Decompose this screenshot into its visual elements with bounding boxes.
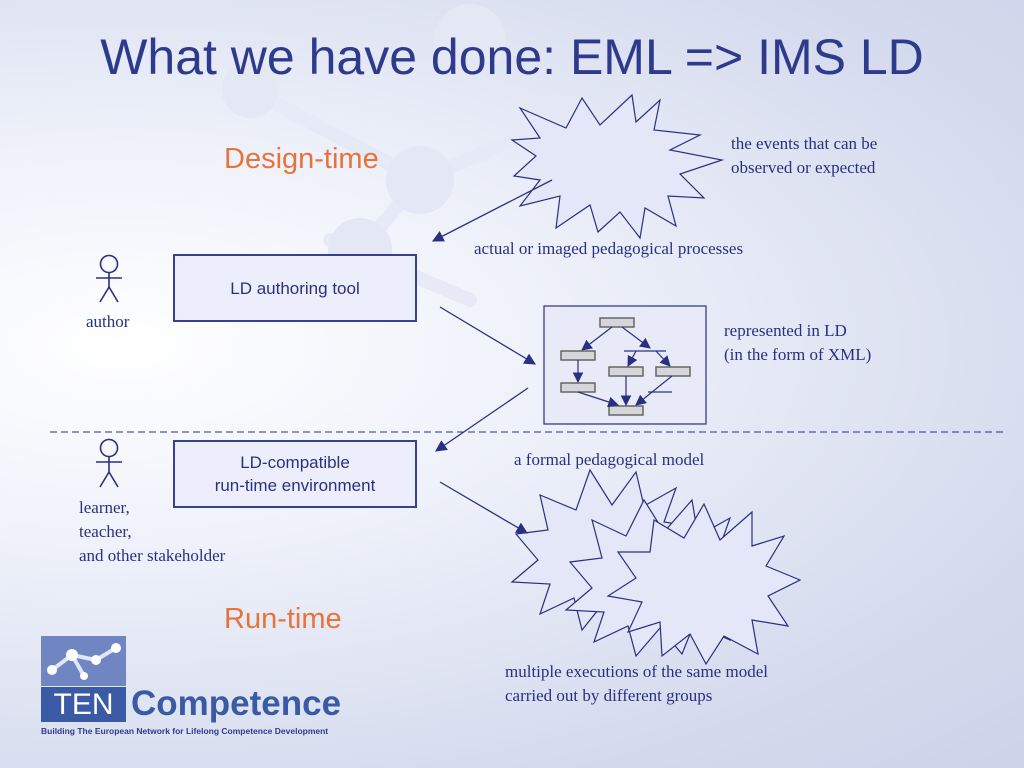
events-starburst-shape bbox=[510, 93, 725, 240]
logo-ten-text: TEN bbox=[41, 687, 126, 722]
arrow-runtime-to-executions bbox=[439, 481, 529, 534]
xml-flow-diagram bbox=[543, 305, 707, 425]
ld-runtime-environment-box: LD-compatible run-time environment bbox=[173, 440, 417, 508]
arrow-xml-to-runtime bbox=[435, 387, 529, 452]
design-time-label: Design-time bbox=[224, 143, 379, 175]
events-note-line-2: observed or expected bbox=[731, 158, 876, 177]
slide-title: What we have done: EML => IMS LD bbox=[100, 29, 924, 85]
arrow-events-to-authoring bbox=[431, 179, 553, 242]
represented-note-line-2: (in the form of XML) bbox=[724, 345, 872, 364]
events-note: the events that can be observed or expec… bbox=[731, 132, 877, 180]
runtime-box-line-1: LD-compatible bbox=[240, 453, 350, 472]
learner-label-line-1: learner, bbox=[79, 498, 130, 517]
learner-label-line-3: and other stakeholder bbox=[79, 546, 226, 565]
ld-authoring-tool-box: LD authoring tool bbox=[173, 254, 417, 322]
learner-figure-icon bbox=[96, 438, 122, 488]
executions-note-line-2: carried out by different groups bbox=[505, 686, 713, 705]
logo-tagline: Building The European Network for Lifelo… bbox=[41, 726, 329, 736]
execution-starburst-3 bbox=[606, 502, 802, 666]
author-label: author bbox=[86, 312, 130, 331]
arrow-authoring-to-xml bbox=[439, 306, 537, 365]
run-time-label: Run-time bbox=[224, 603, 342, 635]
formal-model-note: a formal pedagogical model bbox=[514, 450, 705, 469]
represented-note-line-1: represented in LD bbox=[724, 321, 847, 340]
executions-note-line-1: multiple executions of the same model bbox=[505, 662, 768, 681]
pedagogical-processes-note: actual or imaged pedagogical processes bbox=[474, 239, 744, 258]
learner-label: learner, teacher, and other stakeholder bbox=[79, 496, 225, 568]
represented-note: represented in LD (in the form of XML) bbox=[724, 319, 871, 367]
ten-competence-logo-icon bbox=[41, 636, 126, 686]
runtime-box-line-2: run-time environment bbox=[214, 476, 376, 495]
executions-note: multiple executions of the same model ca… bbox=[505, 660, 768, 708]
learner-label-line-2: teacher, bbox=[79, 522, 132, 541]
author-figure-icon bbox=[96, 254, 122, 303]
events-note-line-1: the events that can be bbox=[731, 134, 878, 153]
logo-competence-text: Competence bbox=[131, 684, 342, 723]
ld-authoring-tool-label: LD authoring tool bbox=[230, 278, 360, 298]
